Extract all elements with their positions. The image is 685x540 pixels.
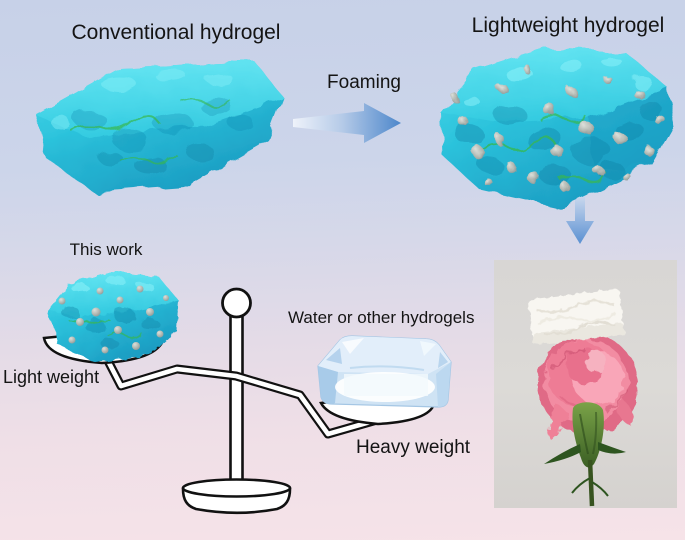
gas-pores bbox=[451, 66, 665, 193]
this-work-hydrogel-illustration bbox=[48, 272, 178, 362]
foaming-label: Foaming bbox=[327, 72, 401, 93]
foam-block-illustration bbox=[528, 289, 625, 345]
conventional-hydrogel-illustration bbox=[36, 62, 284, 192]
carnation-flower bbox=[538, 334, 638, 440]
scale-base-rim bbox=[181, 478, 292, 498]
gas-pores-small bbox=[58, 285, 169, 354]
flower-photo bbox=[494, 260, 677, 508]
foaming-arrow-icon bbox=[293, 103, 401, 143]
flower-stem bbox=[544, 402, 626, 507]
lightweight-hydrogel-illustration bbox=[440, 48, 675, 208]
conventional-hydrogel-title: Conventional hydrogel bbox=[71, 21, 281, 44]
heavy-weight-label: Heavy weight bbox=[356, 437, 471, 458]
scale-pole bbox=[229, 310, 244, 490]
water-hydrogels-label: Water or other hydrogels bbox=[288, 308, 475, 327]
lightweight-hydrogel-title: Lightweight hydrogel bbox=[471, 14, 665, 37]
ice-cube-illustration bbox=[317, 335, 452, 408]
this-work-label: This work bbox=[69, 240, 143, 259]
scale-beam bbox=[103, 354, 401, 437]
light-weight-label: Light weight bbox=[3, 367, 100, 387]
scale-knob bbox=[221, 287, 252, 319]
down-arrow-icon bbox=[566, 187, 594, 244]
